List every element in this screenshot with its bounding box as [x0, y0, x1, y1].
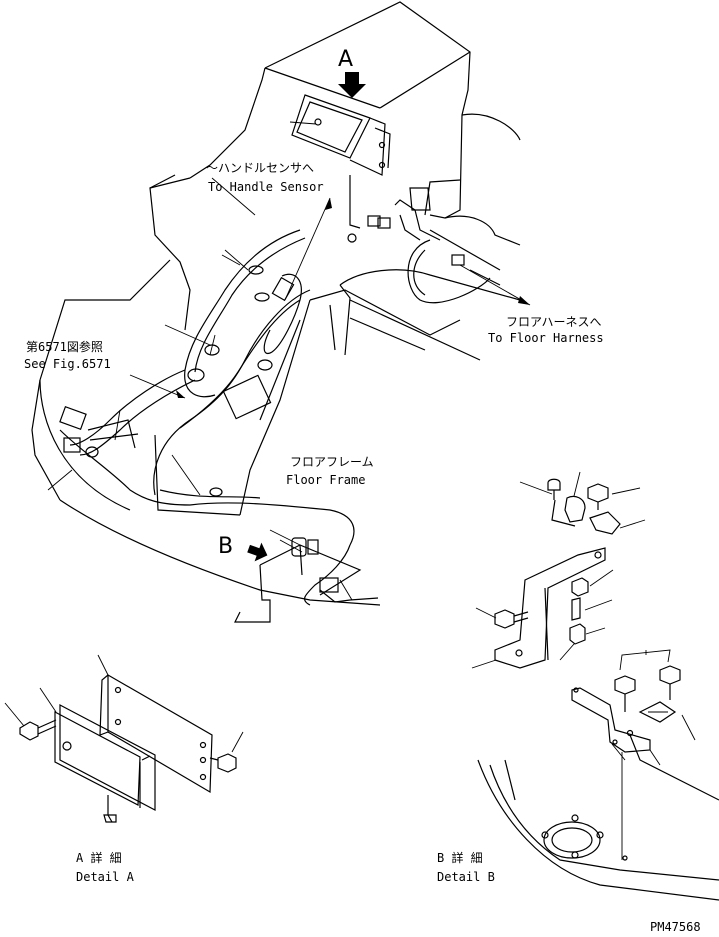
floor-harness-en-label: To Floor Harness — [488, 331, 604, 345]
marker-b-label: B — [218, 534, 233, 559]
floor-harness-jp-label: フロアハーネスへ — [506, 315, 602, 329]
handle-sensor-jp-label: ～ハンドルセンサへ — [206, 161, 314, 175]
detail-a-en-label: Detail A — [76, 870, 135, 884]
arrow-a — [338, 72, 366, 98]
detail-b-jp-label: B 詳 細 — [437, 850, 483, 865]
floor-frame-jp-label: フロアフレーム — [290, 455, 374, 469]
arrow-b — [247, 542, 268, 562]
wire-harness — [59, 229, 355, 606]
part-code-label: PM47568 — [650, 920, 701, 934]
main-assembly — [31, 1, 531, 623]
floor-frame-en-label: Floor Frame — [286, 473, 365, 487]
see-fig-en-label: See Fig.6571 — [24, 357, 111, 371]
detail-a-jp-label: A 詳 細 — [76, 850, 122, 865]
controller-unit — [289, 94, 391, 243]
detail-b-en-label: Detail B — [437, 870, 495, 884]
handle-sensor-en-label: To Handle Sensor — [208, 180, 324, 194]
see-fig-jp-label: 第6571図参照 — [26, 339, 103, 354]
marker-a-label: A — [338, 47, 353, 72]
detail-a-drawing — [4, 654, 244, 823]
detail-b-drawing — [471, 471, 719, 901]
